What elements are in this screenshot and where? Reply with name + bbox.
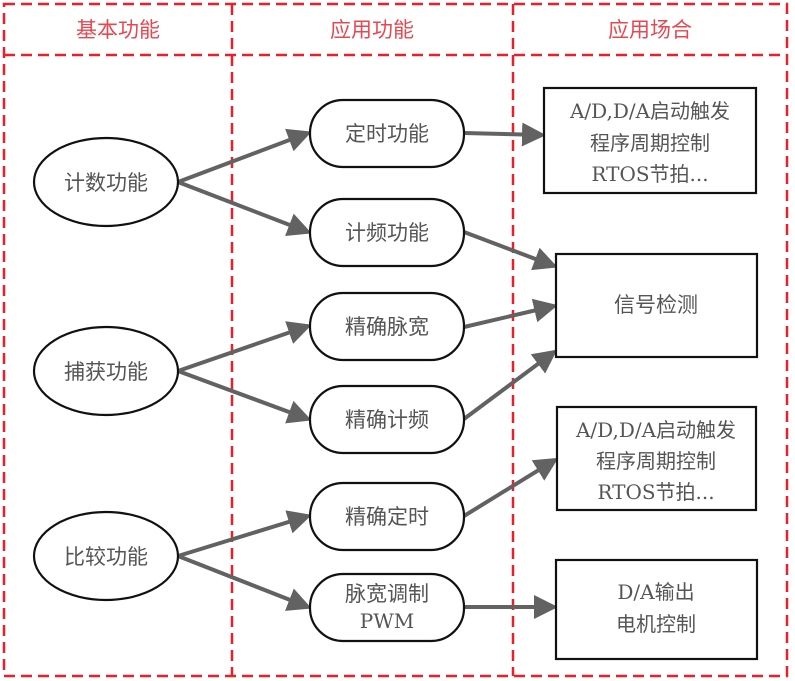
app-node-label: 定时功能 [345, 122, 429, 146]
edge-arrow-freq-to-sc2 [463, 230, 558, 271]
scenario-line: 程序周期控制 [590, 131, 710, 155]
scenario-line: A/D,D/A启动触发 [575, 418, 736, 442]
basic-node-capture: 捕获功能 [32, 325, 180, 417]
scenario-line: 信号检测 [614, 293, 698, 317]
app-node-pwm: 脉宽调制 PWM [308, 572, 466, 643]
scenario-box-3: A/D,D/A启动触发 程序周期控制 RTOS节拍... [555, 405, 758, 512]
column-header-scenario: 应用场合 [608, 18, 692, 42]
edge-arrow-precise_freq-to-sc2 [462, 349, 558, 421]
scenario-line: A/D,D/A启动触发 [569, 99, 730, 123]
basic-node-label: 比较功能 [64, 545, 148, 569]
app-node-label: 精确计频 [345, 408, 429, 432]
basic-node-label: 计数功能 [64, 171, 148, 195]
edge-arrow-count-to-timing [177, 128, 312, 184]
basic-node-compare: 比较功能 [32, 510, 180, 602]
edge-arrow-pulse-to-sc2 [463, 298, 558, 329]
edge-arrow-compare-to-precise_timing [177, 510, 312, 558]
app-node-precise-timing: 精确定时 [308, 481, 466, 552]
app-node-label: 计频功能 [345, 221, 429, 245]
scenario-box-4: D/A输出 电机控制 [554, 558, 759, 661]
edge-arrow-precise_timing-to-sc3 [462, 457, 559, 518]
app-node-label: 脉宽调制 [345, 582, 429, 606]
app-node-freq: 计频功能 [308, 197, 466, 268]
scenario-line: RTOS节拍... [591, 162, 708, 186]
edge-arrow-count-to-freq [177, 180, 312, 237]
basic-node-label: 捕获功能 [64, 360, 148, 384]
app-node-timing: 定时功能 [308, 98, 466, 169]
basic-node-count: 计数功能 [32, 136, 180, 228]
edge-arrow-compare-to-pwm [177, 554, 312, 611]
app-node-pulse: 精确脉宽 [308, 291, 466, 362]
scenario-line: 电机控制 [616, 612, 696, 636]
scenario-box-2: 信号检测 [554, 252, 759, 359]
app-node-precise-freq: 精确计频 [308, 384, 466, 455]
scenario-line: RTOS节拍... [597, 480, 714, 504]
app-node-label: PWM [360, 609, 415, 633]
column-header-basic: 基本功能 [76, 18, 160, 42]
edge-arrow-timing-to-sc1 [463, 122, 546, 147]
scenario-line: 程序周期控制 [596, 449, 716, 473]
app-node-label: 精确脉宽 [345, 315, 429, 339]
edges [177, 122, 559, 619]
column-header-application: 应用功能 [330, 18, 414, 42]
app-node-label: 精确定时 [345, 505, 429, 529]
scenario-line: D/A输出 [617, 580, 694, 604]
scenario-box-1: A/D,D/A启动触发 程序周期控制 RTOS节拍... [542, 86, 758, 195]
edge-arrow-capture-to-precise_freq [177, 369, 312, 424]
edge-arrow-capture-to-pulse [177, 321, 312, 373]
